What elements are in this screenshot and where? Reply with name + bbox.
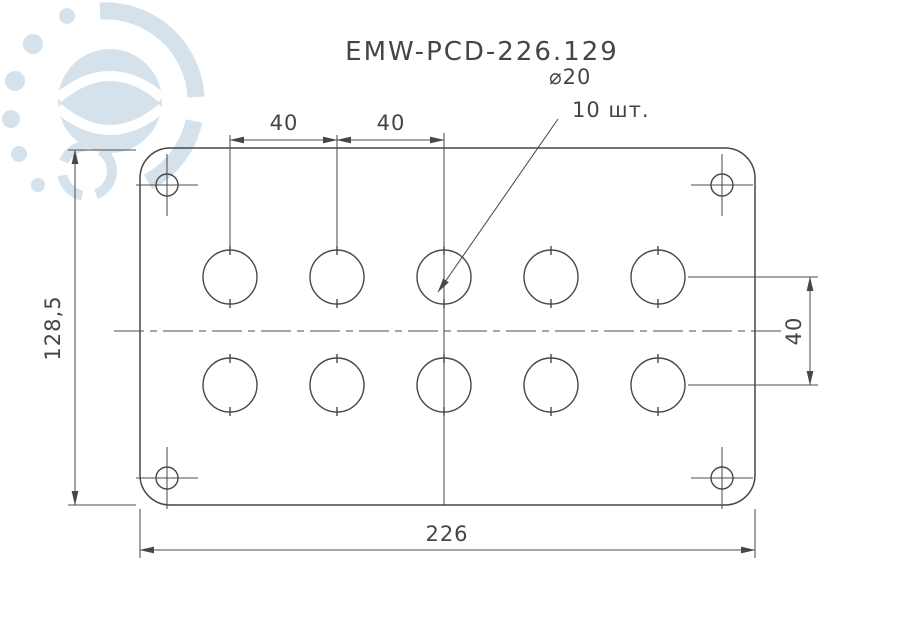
watermark-dot [2,110,20,128]
mounting-hole-top-right [691,154,753,216]
drawing-title: EMW-PCD-226.129 [345,37,619,67]
mounting-hole-bottom-right [691,447,753,509]
hole-quantity-note: 10 шт. [572,98,650,122]
dimension-height: 128,5 [41,149,136,506]
mounting-hole-bottom-left [136,447,198,509]
watermark-dot [23,34,43,54]
watermark-arc [99,2,205,98]
watermark-dot [59,8,75,24]
dimension-row-spacing: 40 [688,276,818,386]
connector-hole [202,354,258,416]
leader-line [437,118,559,293]
watermark-logo [2,2,205,201]
dim-row-spacing-label: 40 [782,317,806,346]
watermark-globe [58,49,162,153]
dim-top-right-label: 40 [377,111,406,135]
connector-hole [202,246,258,308]
watermark-arc [143,118,203,190]
connector-hole [523,354,579,416]
mounting-hole-top-left [136,154,198,216]
hole-diameter-note: ⌀20 [549,65,591,89]
connector-hole [630,354,686,416]
connector-hole [309,246,365,308]
dim-top-left-label: 40 [270,111,299,135]
connector-hole [523,246,579,308]
watermark-ring [57,141,117,201]
watermark-dot [11,146,27,162]
connector-hole [309,354,365,416]
connector-hole [630,246,686,308]
dimension-top-spacing: 40 40 [229,111,445,246]
dimension-width: 226 [139,509,756,558]
watermark-dot [31,178,45,192]
connector-hole [416,354,472,416]
connector-hole [416,246,472,308]
dim-width-label: 226 [425,522,468,546]
plate-outline [139,147,756,506]
dim-height-label: 128,5 [41,295,65,360]
watermark-dot [5,71,25,91]
